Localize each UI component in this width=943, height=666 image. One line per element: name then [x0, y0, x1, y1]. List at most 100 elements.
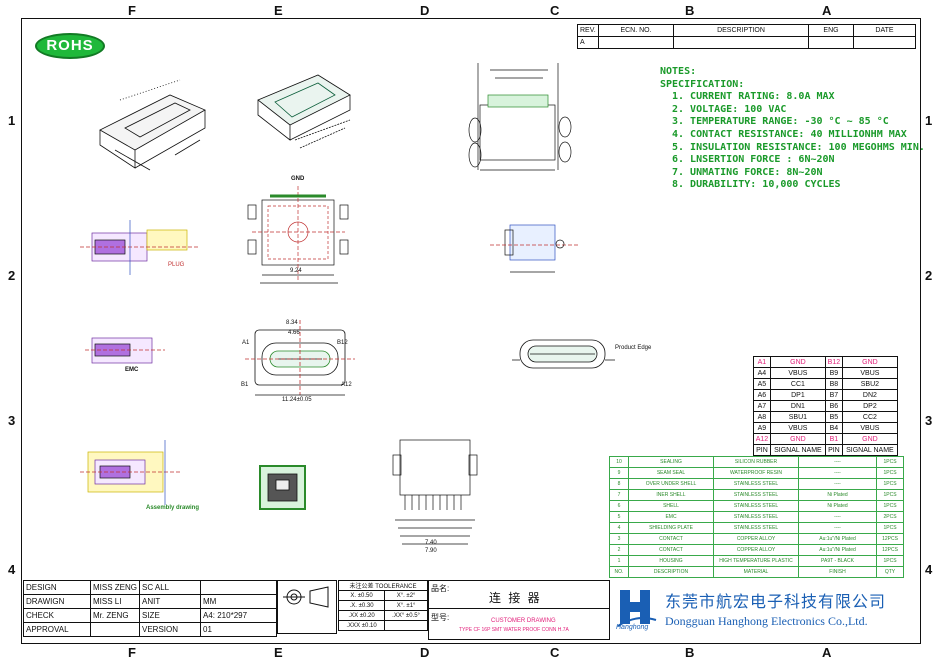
- tol-cell: X°. ±2°: [384, 590, 428, 601]
- bom-cell: PA9T - BLACK: [798, 555, 877, 567]
- bom-cell: 1: [609, 555, 629, 567]
- bom-cell: ----: [798, 522, 877, 534]
- row-label: 4: [925, 562, 933, 577]
- bom-cell: MATERIAL: [713, 566, 799, 578]
- tb-cell: MM: [200, 594, 277, 609]
- tol-cell: X. ±0.50: [337, 590, 386, 601]
- bom-cell: 7: [609, 489, 629, 501]
- tb-cell: MISS LI: [90, 594, 140, 609]
- bom-cell: HIGH TEMPERATURE PLASTIC: [713, 555, 799, 567]
- col-label: E: [274, 3, 283, 18]
- bom-cell: SHIELDING PLATE: [628, 522, 714, 534]
- tb-cell: ANIT: [139, 594, 201, 609]
- bom-cell: 6: [609, 500, 629, 512]
- view-top: [247, 186, 349, 284]
- projection-symbol: [277, 580, 337, 634]
- label-dim: 8.34: [286, 320, 298, 326]
- label-a12: A12: [341, 382, 352, 388]
- pin-cell: DN2: [841, 389, 899, 401]
- col-label: D: [420, 645, 430, 660]
- bom-cell: 2: [609, 544, 629, 556]
- bom-cell: 8: [609, 478, 629, 490]
- col-label: F: [128, 3, 136, 18]
- bom-cell: 1PCS: [876, 489, 904, 501]
- view-plug-section: [80, 220, 200, 275]
- pin-cell: SBU2: [841, 378, 899, 390]
- view-face-icon: [259, 465, 306, 510]
- label-dim: 7.40: [425, 540, 437, 546]
- rev-cell: [853, 36, 916, 49]
- hanghong-logo-icon: [617, 590, 657, 627]
- note-item: 7. UNMATING FORCE: 8N~20N: [672, 166, 823, 178]
- bom-cell: SEALING: [628, 456, 714, 468]
- pin-cell: B9: [824, 367, 843, 379]
- row-label: 3: [8, 413, 16, 428]
- bom-cell: EMC: [628, 511, 714, 523]
- pin-header: PIN: [753, 444, 771, 456]
- pin-cell: GND: [841, 433, 899, 445]
- tol-cell: .XX ±0.20: [337, 610, 386, 621]
- bom-cell: 5: [609, 511, 629, 523]
- name-label: 品名:: [431, 584, 450, 593]
- view-emc-section: [85, 337, 165, 364]
- bom-cell: CONTACT: [628, 533, 714, 545]
- bom-cell: 4: [609, 522, 629, 534]
- bom-cell: STAINLESS STEEL: [713, 489, 799, 501]
- bom-cell: INER SHELL: [628, 489, 714, 501]
- bom-cell: WATERPROOF RESIN: [713, 467, 799, 479]
- tb-cell: VERSION: [139, 622, 201, 637]
- bom-cell: ----: [798, 478, 877, 490]
- pin-cell: VBUS: [769, 422, 826, 434]
- pin-cell: B6: [824, 400, 843, 412]
- pin-cell: A8: [753, 411, 771, 423]
- drawing-frame: [21, 18, 921, 644]
- tb-cell: [200, 580, 277, 595]
- bom-cell: COPPER ALLOY: [713, 533, 799, 545]
- view-side-right: [490, 224, 580, 273]
- notes-title: NOTES:: [660, 66, 697, 77]
- label-b1: B1: [241, 382, 249, 388]
- bom-cell: Au:1u"/Ni Plated: [798, 544, 877, 556]
- pin-cell: DN1: [769, 400, 826, 412]
- name-value: 连 接 器: [489, 591, 542, 605]
- label-gnd: GND: [291, 176, 305, 182]
- tb-cell: 01: [200, 622, 277, 637]
- pin-cell: CC2: [841, 411, 899, 423]
- bom-cell: SILICON RUBBER: [713, 456, 799, 468]
- tol-cell: [384, 620, 428, 631]
- bom-cell: Au:1u"/Ni Plated: [798, 533, 877, 545]
- pin-header: PIN: [824, 444, 843, 456]
- bom-cell: 10: [609, 456, 629, 468]
- label-b12: B12: [337, 340, 348, 346]
- col-label: D: [420, 3, 430, 18]
- revision-table: REV. ECN. NO. DESCRIPTION ENG DATE A: [577, 24, 916, 49]
- bom-cell: DESCRIPTION: [628, 566, 714, 578]
- pin-cell: VBUS: [841, 367, 899, 379]
- pin-cell: DP1: [769, 389, 826, 401]
- pin-cell: B5: [824, 411, 843, 423]
- view-bottom: [392, 439, 478, 545]
- bom-cell: ----: [798, 467, 877, 479]
- row-label: 4: [8, 562, 16, 577]
- company-name-cn: 东莞市航宏电子科技有限公司: [665, 594, 887, 611]
- bom-cell: STAINLESS STEEL: [713, 500, 799, 512]
- pin-cell: A1: [753, 356, 771, 368]
- bom-cell: NO.: [609, 566, 629, 578]
- bom-cell: COPPER ALLOY: [713, 544, 799, 556]
- note-item: 3. TEMPERATURE RANGE: -30 °C ~ 85 °C: [672, 116, 889, 128]
- logo-text: Hanghong: [616, 624, 649, 631]
- label-product-edge: Product Edge: [615, 345, 652, 351]
- view-assembly: [80, 440, 180, 505]
- bom-cell: SHELL: [628, 500, 714, 512]
- bom-cell: STAINLESS STEEL: [713, 478, 799, 490]
- label-a1: A1: [242, 340, 250, 346]
- col-label: E: [274, 645, 283, 660]
- label-dim: 11.24±0.05: [282, 397, 312, 403]
- pin-cell: SBU1: [769, 411, 826, 423]
- bom-cell: ----: [798, 456, 877, 468]
- row-label: 2: [8, 268, 16, 283]
- bom-cell: SEAM SEAL: [628, 467, 714, 479]
- col-label: B: [685, 645, 695, 660]
- product-name-box: 品名: 连 接 器 型号: CUSTOMER DRAWING TYPE CF 1…: [428, 580, 610, 640]
